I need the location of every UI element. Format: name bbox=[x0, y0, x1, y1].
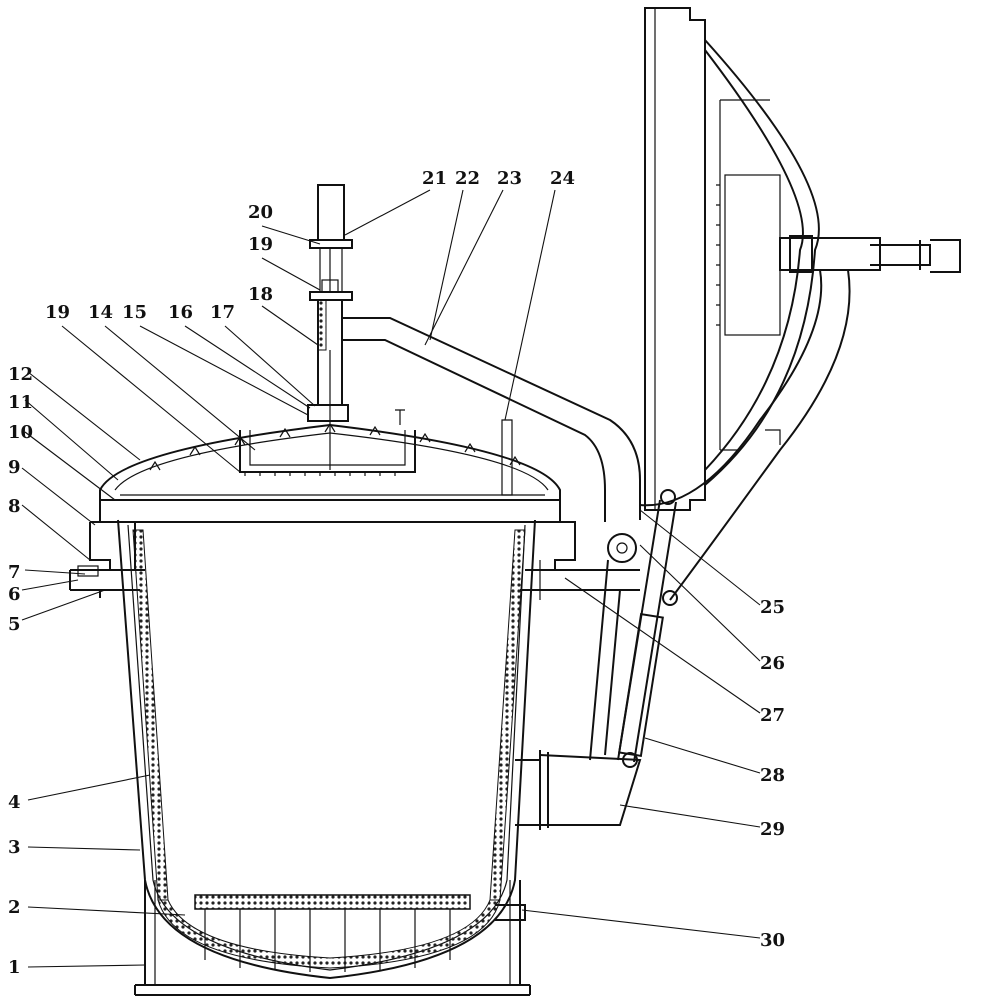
leader-line bbox=[521, 909, 761, 939]
leader-line bbox=[184, 325, 311, 409]
leader-line bbox=[639, 509, 761, 606]
leader-line bbox=[27, 846, 141, 851]
part-number-label: 16 bbox=[168, 302, 193, 323]
leader-line bbox=[21, 504, 91, 561]
leader-line bbox=[224, 325, 316, 407]
part-number-label: 10 bbox=[8, 422, 33, 443]
flue-duct bbox=[342, 317, 641, 522]
leader-line bbox=[21, 579, 79, 591]
leader-line bbox=[261, 257, 321, 291]
leader-line bbox=[429, 189, 464, 341]
part-number-label: 17 bbox=[210, 302, 235, 323]
leader-line bbox=[27, 774, 151, 801]
part-number-label: 7 bbox=[8, 562, 21, 583]
part-number-label: 15 bbox=[122, 302, 147, 323]
part-number-label: 2 bbox=[8, 897, 21, 918]
leader-line bbox=[139, 325, 309, 416]
part-number-label: 8 bbox=[8, 496, 21, 517]
part-number-label: 12 bbox=[8, 364, 33, 385]
leader-line bbox=[504, 189, 556, 421]
part-number-label: 30 bbox=[760, 930, 785, 951]
leader-line bbox=[24, 431, 116, 501]
outlet-nozzle bbox=[495, 750, 642, 930]
leader-line bbox=[21, 589, 106, 621]
part-number-label: 6 bbox=[8, 584, 21, 605]
leader-line bbox=[21, 467, 96, 526]
base-frame bbox=[134, 880, 531, 996]
part-number-label: 21 bbox=[422, 168, 447, 189]
part-number-label: 20 bbox=[248, 202, 273, 223]
hydraulic-cylinder bbox=[589, 489, 678, 768]
part-number-label: 24 bbox=[550, 168, 575, 189]
leader-line bbox=[24, 399, 119, 481]
leader-line bbox=[619, 804, 761, 828]
part-number-label: 19 bbox=[45, 302, 70, 323]
bottom-block bbox=[194, 894, 471, 972]
leader-line bbox=[27, 371, 141, 461]
part-number-label: 1 bbox=[8, 957, 21, 978]
part-number-label: 18 bbox=[248, 284, 273, 305]
leader-line bbox=[639, 544, 761, 662]
leader-line bbox=[424, 189, 504, 346]
leader-line bbox=[104, 325, 256, 451]
swing-door bbox=[639, 7, 961, 601]
leader-line bbox=[344, 189, 431, 236]
part-number-label: 22 bbox=[455, 168, 480, 189]
flange-ring bbox=[69, 521, 640, 600]
part-number-label: 29 bbox=[760, 819, 785, 840]
part-number-label: 3 bbox=[8, 837, 21, 858]
part-number-label: 9 bbox=[8, 457, 21, 478]
leader-line bbox=[564, 577, 761, 714]
part-number-label: 19 bbox=[248, 234, 273, 255]
part-number-label: 5 bbox=[8, 614, 21, 635]
part-number-label: 25 bbox=[760, 597, 785, 618]
part-number-label: 26 bbox=[760, 653, 785, 674]
part-number-label: 4 bbox=[8, 792, 21, 813]
leader-line bbox=[27, 964, 146, 968]
part-number-label: 11 bbox=[8, 392, 33, 413]
leader-line bbox=[261, 305, 319, 346]
part-number-label: 23 bbox=[497, 168, 522, 189]
part-number-label: 14 bbox=[88, 302, 113, 323]
part-number-label: 28 bbox=[760, 765, 785, 786]
leader-line bbox=[24, 569, 86, 575]
leader-line bbox=[27, 906, 186, 916]
part-number-label: 27 bbox=[760, 705, 785, 726]
leader-line bbox=[61, 325, 241, 473]
leader-line bbox=[261, 225, 321, 245]
leader-line bbox=[644, 737, 761, 774]
